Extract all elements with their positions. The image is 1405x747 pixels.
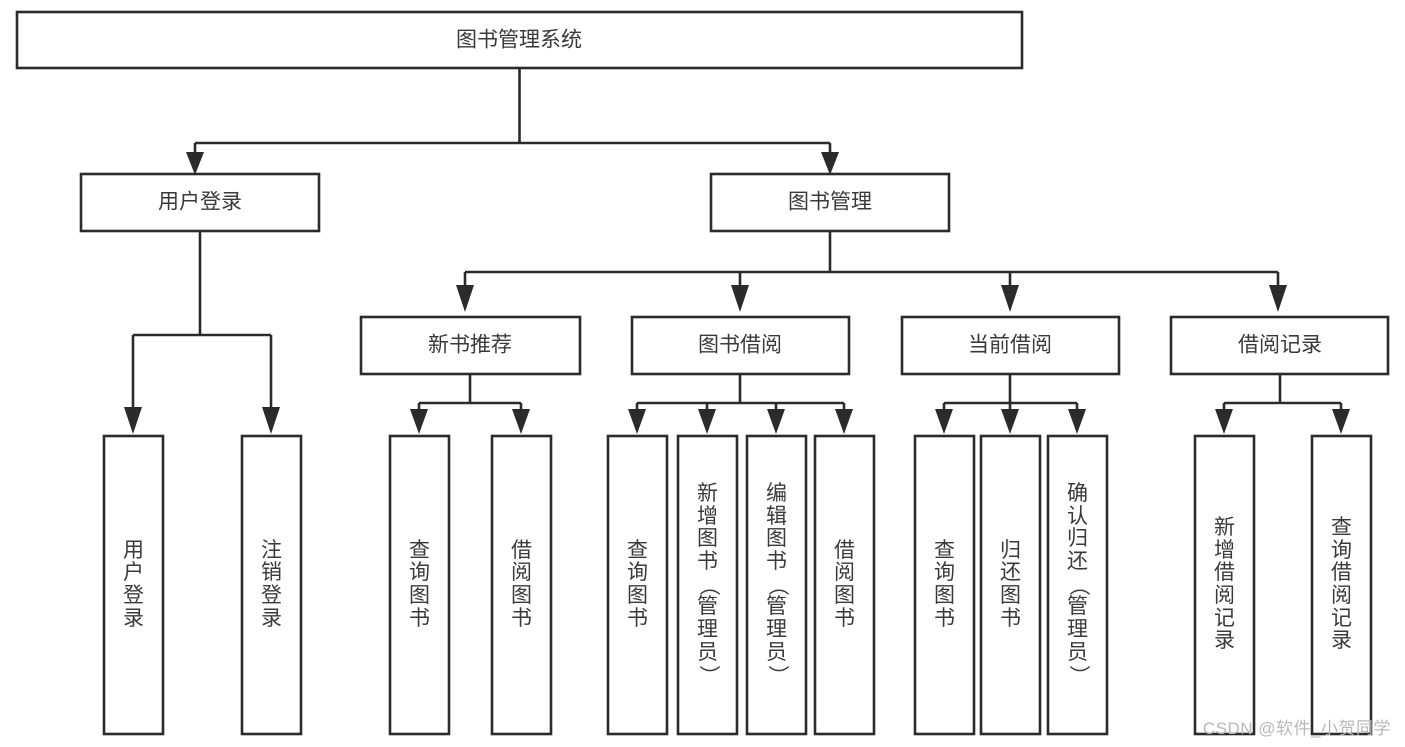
node-borrow-record-label: 借阅记录 [1238, 334, 1322, 357]
arrowhead-leaf-user-login [124, 407, 142, 434]
arrowhead-borrowrecord-leaf-2 [1332, 409, 1350, 434]
node-user-login[interactable]: 用户登录 [79, 172, 321, 233]
arrowhead-newbook-leaf-1 [410, 409, 428, 434]
leaf-box-return-book[interactable] [979, 434, 1042, 736]
leaf-box-group [102, 434, 1373, 736]
leaf-box-confirm-return[interactable] [1046, 434, 1109, 736]
connector-group [124, 68, 1350, 434]
leaf-box-user-login[interactable] [102, 434, 165, 736]
arrowhead-book-manage [821, 152, 839, 175]
watermark-text: CSDN @软件_小贺同学 [1202, 719, 1391, 738]
node-root-label: 图书管理系统 [456, 29, 582, 52]
arrowhead-bookborrow-leaf-2 [698, 409, 716, 434]
leaf-box-add-book[interactable] [676, 434, 739, 736]
arrowhead-book-borrow [731, 285, 749, 312]
node-user-login-label: 用户登录 [158, 191, 242, 214]
node-borrow-record-box[interactable] [1169, 315, 1390, 376]
arrowhead-borrow-record [1269, 285, 1287, 312]
arrowhead-bookborrow-leaf-4 [835, 409, 853, 434]
leaf-box-query-book-recommend[interactable] [388, 434, 451, 736]
node-book-borrow[interactable]: 图书借阅 [630, 315, 851, 376]
arrowhead-bookborrow-leaf-1 [628, 409, 646, 434]
node-book-borrow-label: 图书借阅 [698, 334, 782, 357]
arrowhead-newbook-leaf-2 [512, 409, 530, 434]
leaf-box-query-borrow-record[interactable] [1310, 434, 1373, 736]
node-new-book-recommend-label: 新书推荐 [428, 334, 512, 357]
node-user-login-box[interactable] [79, 172, 321, 233]
node-root[interactable]: 图书管理系统 [15, 10, 1024, 70]
arrowhead-leaf-logout [262, 407, 280, 434]
leaf-box-borrow-book-recommend[interactable] [490, 434, 553, 736]
arrowhead-new-book [456, 285, 474, 312]
arrowhead-bookborrow-leaf-3 [767, 409, 785, 434]
node-book-manage[interactable]: 图书管理 [709, 172, 951, 233]
leaf-box-logout[interactable] [240, 434, 303, 736]
leaf-box-edit-book[interactable] [745, 434, 808, 736]
leaf-box-query-book-current[interactable] [913, 434, 976, 736]
node-borrow-record[interactable]: 借阅记录 [1169, 315, 1390, 376]
leaf-box-borrow-book[interactable] [813, 434, 876, 736]
arrowhead-currentborrow-leaf-3 [1068, 409, 1086, 434]
arrowhead-currentborrow-leaf-1 [935, 409, 953, 434]
node-current-borrow-box[interactable] [900, 315, 1121, 376]
node-root-box[interactable] [15, 10, 1024, 70]
leaf-box-query-book-borrow[interactable] [606, 434, 669, 736]
node-book-manage-box[interactable] [709, 172, 951, 233]
node-book-manage-label: 图书管理 [788, 191, 872, 214]
arrowhead-user-login [186, 152, 204, 175]
node-new-book-recommend-box[interactable] [359, 315, 582, 376]
node-current-borrow[interactable]: 当前借阅 [900, 315, 1121, 376]
arrowhead-borrowrecord-leaf-1 [1215, 409, 1233, 434]
node-book-borrow-box[interactable] [630, 315, 851, 376]
node-current-borrow-label: 当前借阅 [968, 334, 1052, 357]
arrowhead-currentborrow-leaf-2 [1001, 409, 1019, 434]
leaf-box-add-borrow-record[interactable] [1193, 434, 1256, 736]
arrowhead-current-borrow [1001, 285, 1019, 312]
node-new-book-recommend[interactable]: 新书推荐 [359, 315, 582, 376]
